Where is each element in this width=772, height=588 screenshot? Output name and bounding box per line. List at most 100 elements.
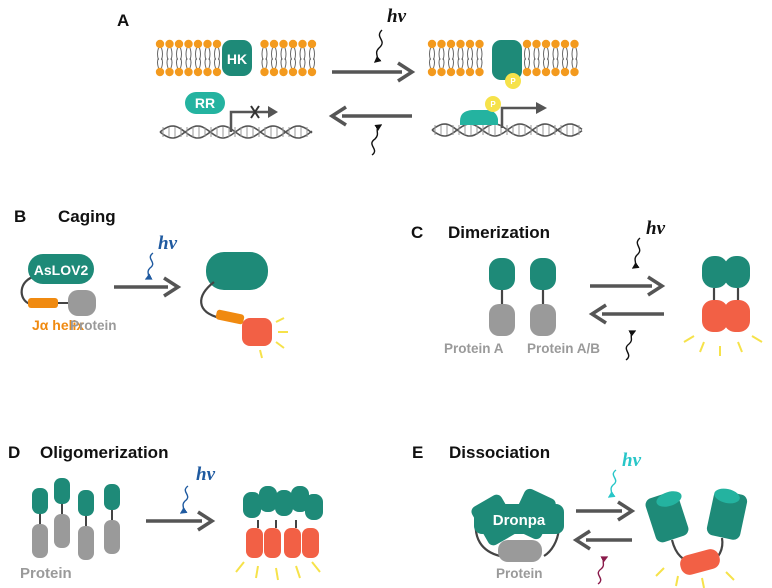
hv-label-d: hν — [196, 464, 216, 485]
oligomer-protein — [104, 520, 120, 554]
lipid-tail — [429, 57, 435, 69]
dimer-receptor-right — [724, 256, 750, 288]
lipid-head — [184, 39, 193, 49]
lipid-tail — [204, 57, 211, 69]
cluster-protein — [246, 528, 263, 558]
dimer-linkers — [712, 288, 740, 300]
forward-arrowhead-c — [647, 275, 666, 297]
lipid-tail — [438, 57, 445, 69]
light-squiggle-e-top — [607, 469, 617, 498]
protein-label-b: Protein — [70, 318, 117, 333]
lipid-tail — [533, 57, 540, 69]
lipid-head — [174, 67, 184, 77]
lipid-head — [475, 67, 484, 77]
lipid-head — [570, 39, 579, 49]
block-x-icon — [250, 105, 260, 119]
rr-label: RR — [195, 95, 215, 111]
lipid-tail — [448, 57, 454, 69]
protein-e-active — [680, 549, 720, 575]
lipid-head — [465, 39, 475, 49]
lipid-head — [437, 39, 446, 49]
panel-b: B Caging AsLOV2 Jα helix Protein hν — [14, 207, 288, 359]
light-squiggle-b — [144, 252, 154, 280]
lipid-tail — [467, 57, 473, 69]
hk-label: HK — [227, 51, 247, 67]
cluster-receptor — [305, 494, 323, 520]
lipid-head — [475, 39, 484, 49]
membrane-left — [155, 39, 317, 77]
lipid-head — [456, 67, 465, 77]
lipid-head — [260, 39, 269, 49]
oligomer-receptor — [78, 490, 94, 516]
cluster-protein — [284, 528, 301, 558]
lipid-head — [522, 39, 532, 49]
aslov2-domain — [28, 254, 94, 284]
promoter-arrowhead-left — [268, 106, 278, 118]
lipid-head — [193, 39, 203, 49]
lipid-tail — [476, 57, 483, 69]
protein-ab-label: Protein A/B — [527, 341, 600, 356]
oligomer-units-free — [32, 478, 120, 560]
activity-rays-c — [683, 335, 763, 356]
protein-label-d: Protein — [20, 565, 72, 582]
lipid-head — [560, 67, 570, 77]
protein-b-caged — [68, 290, 96, 316]
lipid-head — [288, 67, 298, 77]
lipid-head — [184, 67, 193, 77]
lipid-head — [541, 67, 551, 77]
dronpa-label: Dronpa — [493, 512, 546, 529]
lipid-tail — [176, 57, 182, 69]
lipid-head — [307, 39, 317, 49]
lipid-head — [541, 39, 551, 49]
lipid-head — [269, 39, 279, 49]
hv-label-e: hν — [622, 450, 642, 471]
panel-c: C Dimerization Protein A Protein A/B hν — [411, 218, 763, 361]
lipid-head — [522, 67, 532, 77]
panel-a: A HK P RR P hν — [117, 6, 583, 156]
forward-arrowhead-b — [163, 276, 182, 298]
cluster-receptor — [259, 486, 277, 512]
dronpa-monomer-right-top — [714, 488, 740, 504]
histidine-kinase-right — [492, 40, 522, 80]
oligomer-protein — [78, 526, 94, 560]
lipid-head — [212, 39, 222, 49]
light-squiggle-c-top — [631, 237, 641, 269]
lipid-head — [307, 67, 317, 77]
protein-c-b — [530, 304, 556, 336]
lipid-head — [212, 67, 222, 77]
protein-label-e: Protein — [496, 566, 543, 581]
lipid-head — [260, 67, 269, 77]
lipid-head — [532, 39, 541, 49]
lipid-head — [174, 39, 184, 49]
reverse-arrowhead-c — [588, 303, 607, 325]
lipid-tail — [562, 57, 568, 69]
reverse-arrowhead-e — [572, 529, 591, 551]
lipid-tail — [214, 57, 220, 69]
dna-left — [159, 125, 313, 139]
protein-e-caged — [498, 540, 542, 562]
oligomer-receptor — [32, 488, 48, 514]
lipid-tail — [552, 57, 559, 69]
light-squiggle-e-bottom — [597, 556, 609, 585]
lipid-head — [437, 67, 446, 77]
panel-d-title: Oligomerization — [40, 443, 168, 462]
lipid-head — [465, 67, 475, 77]
activity-rays-d — [235, 561, 321, 581]
photoreceptor-c-a — [489, 258, 515, 290]
light-squiggle-top — [373, 29, 383, 63]
dimer-protein-right — [724, 300, 750, 332]
forward-arrowhead-e — [617, 500, 636, 522]
linker-b-uncaged — [200, 281, 221, 320]
dna-strand — [159, 125, 313, 139]
lipid-tail — [271, 57, 277, 69]
lipid-head — [551, 39, 560, 49]
dronpa-monomer-left-top — [656, 491, 682, 507]
oligomer-receptor — [104, 484, 120, 510]
dronpa-core — [474, 504, 564, 534]
ja-helix-label: Jα helix — [32, 317, 84, 333]
lipid-tail — [457, 57, 464, 69]
lipid-head — [298, 39, 307, 49]
dronpa-monomer-right — [706, 490, 748, 540]
lipid-head — [456, 39, 465, 49]
